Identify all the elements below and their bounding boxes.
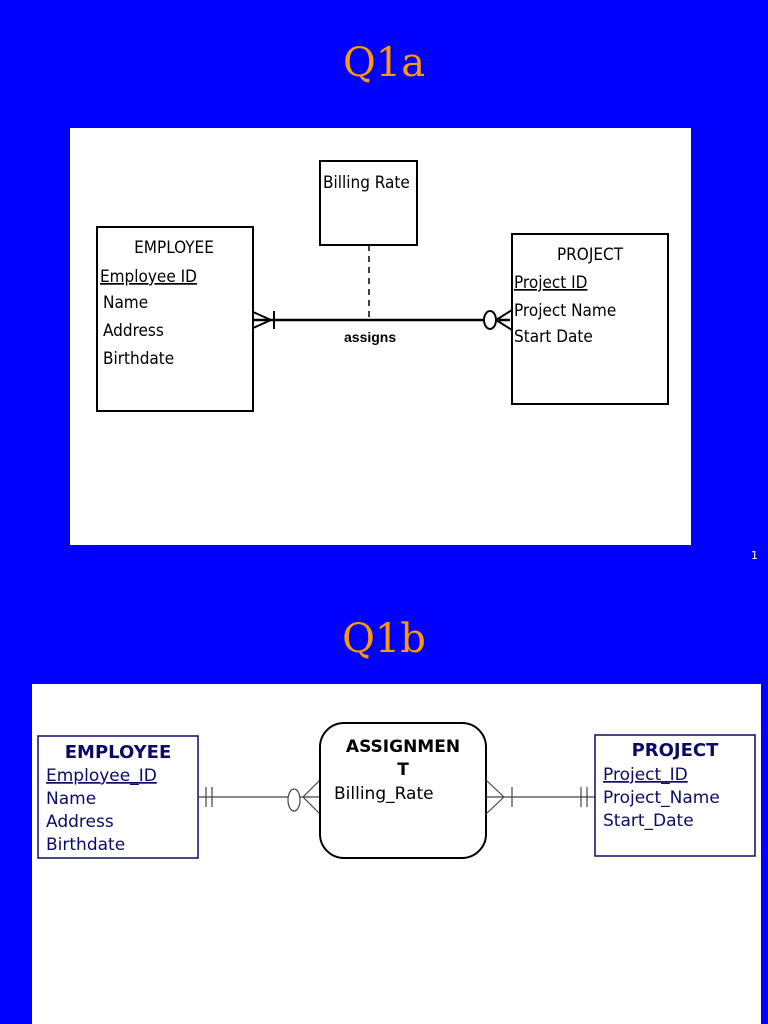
assignment-attribute-billing-rate: Billing_Rate (334, 784, 434, 804)
project-entity-title: PROJECT (557, 245, 624, 265)
project-attribute-start-date: Start_Date (603, 811, 694, 831)
employee-attribute-birthdate: Birthdate (46, 835, 125, 855)
employee-entity-title: EMPLOYEE (134, 238, 214, 258)
slide-title-q1a: Q1a (342, 40, 426, 86)
employee-key-attribute: Employee_ID (46, 766, 157, 786)
assignment-entity-title-line1: ASSIGNMEN (346, 737, 460, 757)
assigns-relationship-label: assigns (344, 329, 396, 345)
employee-attribute-name: Name (103, 293, 148, 313)
employee-entity-title: EMPLOYEE (65, 742, 172, 763)
employee-attribute-address: Address (103, 321, 164, 341)
project-entity-box (594, 734, 756, 857)
employee-attribute-name: Name (46, 789, 96, 809)
employee-attribute-birthdate: Birthdate (103, 349, 174, 369)
project-mandatory-one-icon (580, 787, 588, 807)
assignment-optional-many-icon (287, 779, 321, 815)
employee-attribute-address: Address (46, 812, 114, 832)
project-attribute-start-date: Start Date (514, 327, 593, 347)
assignment-mandatory-many-icon (485, 779, 513, 815)
employee-crowsfoot-icon (252, 311, 275, 329)
er-diagram-q1a-canvas: Billing Rate EMPLOYEE Employee ID Name A… (96, 160, 669, 412)
assignment-entity-title-line2: T (397, 760, 409, 780)
project-attribute-name: Project Name (514, 301, 616, 321)
project-key-attribute: Project ID (514, 273, 587, 293)
page-number: 1 (751, 549, 758, 562)
billing-rate-label: Billing Rate (323, 173, 410, 193)
project-entity-box (511, 233, 669, 405)
employee-key-attribute: Employee ID (100, 267, 197, 287)
er-diagram-q1b-canvas: EMPLOYEE Employee_ID Name Address Birthd… (37, 722, 756, 859)
er-diagram-q1a: Billing Rate EMPLOYEE Employee ID Name A… (70, 128, 691, 545)
project-attribute-name: Project_Name (603, 788, 720, 808)
project-key-attribute: Project_ID (603, 765, 688, 785)
project-optional-many-icon (483, 309, 513, 331)
project-entity-title: PROJECT (632, 740, 720, 761)
slide-title-q1b: Q1b (342, 616, 426, 662)
assignment-entity-box (319, 722, 487, 859)
employee-mandatory-one-icon (205, 787, 213, 807)
er-diagram-q1b: EMPLOYEE Employee_ID Name Address Birthd… (32, 684, 761, 1024)
